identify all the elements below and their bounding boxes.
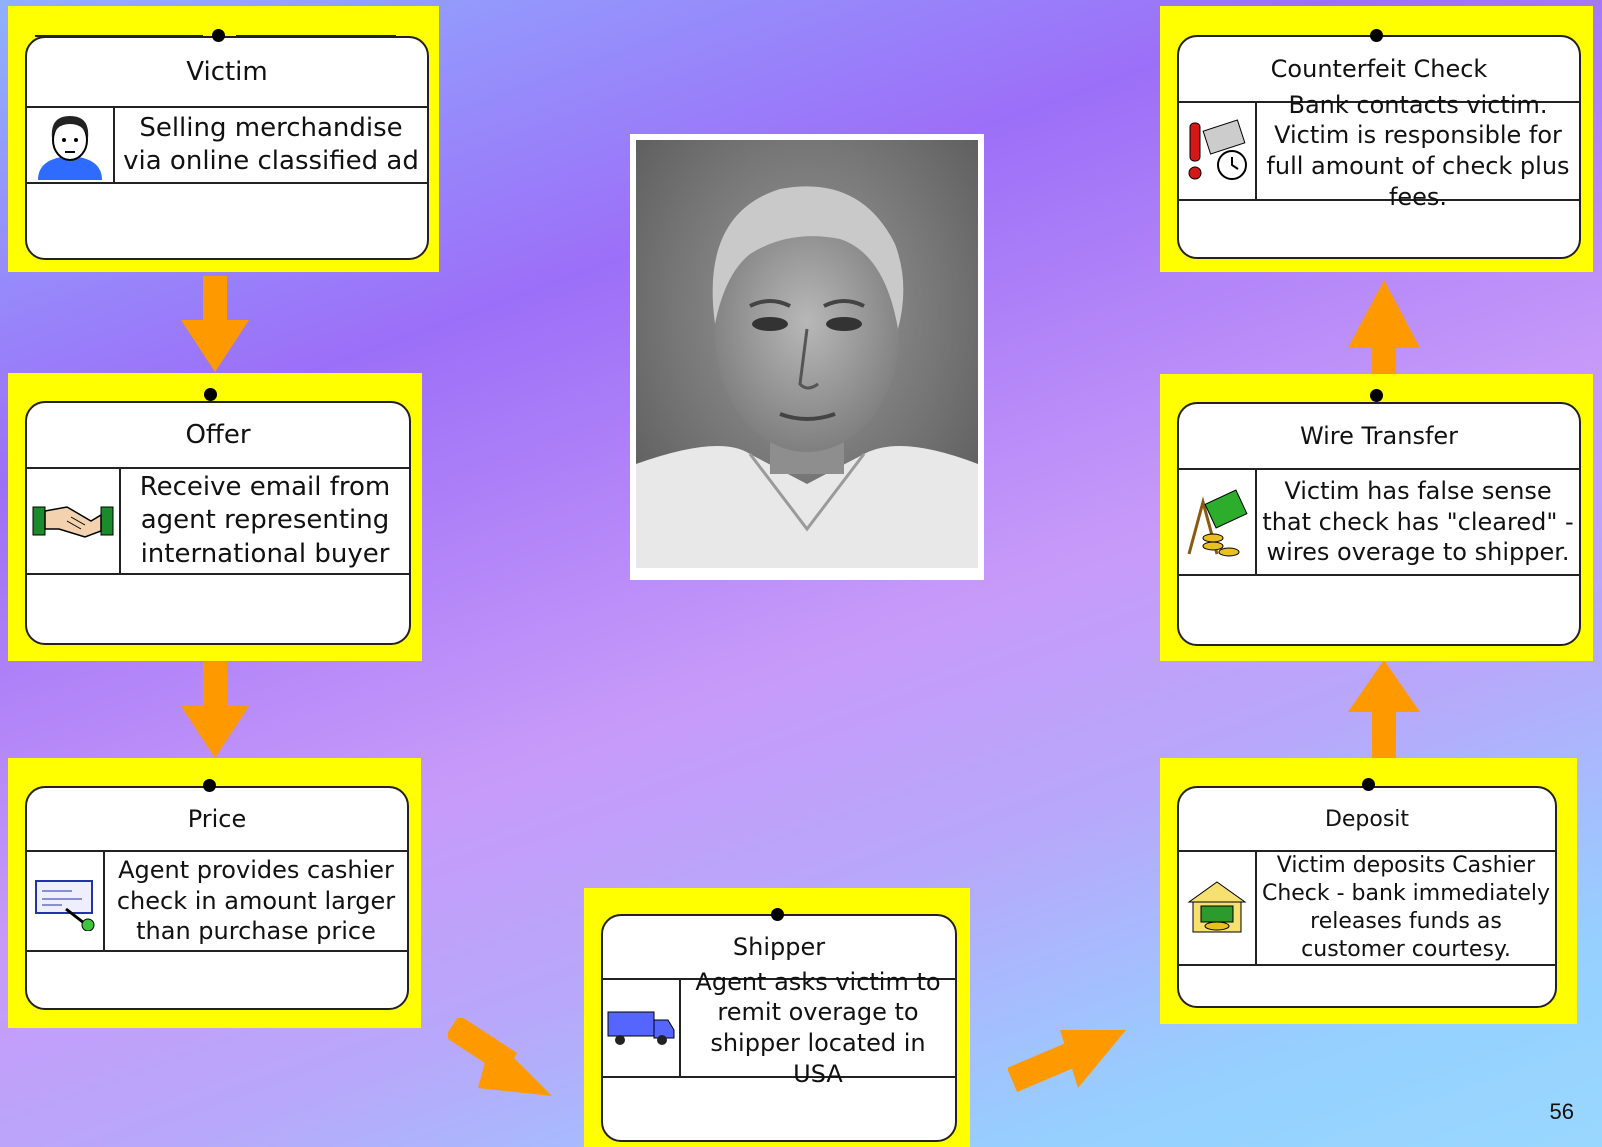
step-wire-frame: Wire Transfer Victim has false sense tha… <box>1160 374 1593 661</box>
arrow-offer-to-price <box>181 662 249 758</box>
step-offer-card[interactable]: Offer Receive email from agent represent… <box>25 401 411 645</box>
arrow-deposit-to-wire <box>1348 660 1420 760</box>
step-price-frame: Price Agent provides cashier check in am… <box>8 758 421 1028</box>
arrow-price-to-shipper <box>448 1018 552 1096</box>
handshake-icon <box>27 469 121 573</box>
step-title: Victim <box>27 38 427 108</box>
step-price-card[interactable]: Price Agent provides cashier check in am… <box>25 786 409 1010</box>
step-description: Victim deposits Cashier Check - bank imm… <box>1261 852 1551 963</box>
step-title: Deposit <box>1179 788 1555 852</box>
person-icon <box>27 108 115 182</box>
connector-dot <box>204 388 217 401</box>
connector-dot <box>212 29 225 42</box>
step-title: Price <box>27 788 407 852</box>
truck-icon <box>603 980 681 1076</box>
arrow-wire-to-counterfeit <box>1348 280 1420 376</box>
step-title: Offer <box>27 403 409 469</box>
check-signing-icon <box>27 852 105 950</box>
step-description: Victim has false sense that check has "c… <box>1262 476 1574 567</box>
step-description: Agent provides cashier check in amount l… <box>116 855 396 946</box>
step-counterfeit-frame: Counterfeit Check Bank contacts victim. … <box>1160 6 1593 272</box>
step-title: Counterfeit Check <box>1179 37 1579 103</box>
step-victim-card[interactable]: Victim Selling merchandise via online cl… <box>25 36 429 260</box>
connector-dot <box>203 779 216 792</box>
alert-check-icon <box>1179 103 1257 199</box>
bank-deposit-icon <box>1179 852 1257 964</box>
arrow-victim-to-offer <box>181 276 249 372</box>
step-deposit-frame: Deposit Victim deposits Cashier Check - … <box>1160 758 1577 1024</box>
step-offer-frame: Offer Receive email from agent represent… <box>8 373 422 661</box>
connector-dot <box>1370 29 1383 42</box>
step-deposit-card[interactable]: Deposit Victim deposits Cashier Check - … <box>1177 786 1557 1008</box>
step-shipper-frame: Shipper Agent asks victim to remit overa… <box>584 888 970 1147</box>
step-victim-frame: Victim Selling merchandise via online cl… <box>8 6 439 272</box>
page-number: 56 <box>1549 1099 1574 1124</box>
step-description: Receive email from agent representing in… <box>139 472 391 569</box>
step-title: Shipper <box>603 916 955 980</box>
step-description: Agent asks victim to remit overage to sh… <box>695 967 941 1088</box>
portrait-photo <box>630 134 984 580</box>
step-counterfeit-card[interactable]: Counterfeit Check Bank contacts victim. … <box>1177 35 1581 259</box>
connector-dot <box>771 908 784 921</box>
arrow-shipper-to-deposit <box>1008 1030 1126 1092</box>
step-title: Wire Transfer <box>1179 404 1579 470</box>
step-description: Selling merchandise via online classifie… <box>123 112 419 176</box>
step-description: Bank contacts victim. Victim is responsi… <box>1266 90 1570 211</box>
connector-dot <box>1370 389 1383 402</box>
connector-dot <box>1362 778 1375 791</box>
money-transfer-icon <box>1179 470 1257 574</box>
step-wire-card[interactable]: Wire Transfer Victim has false sense tha… <box>1177 402 1581 646</box>
step-shipper-card[interactable]: Shipper Agent asks victim to remit overa… <box>601 914 957 1142</box>
